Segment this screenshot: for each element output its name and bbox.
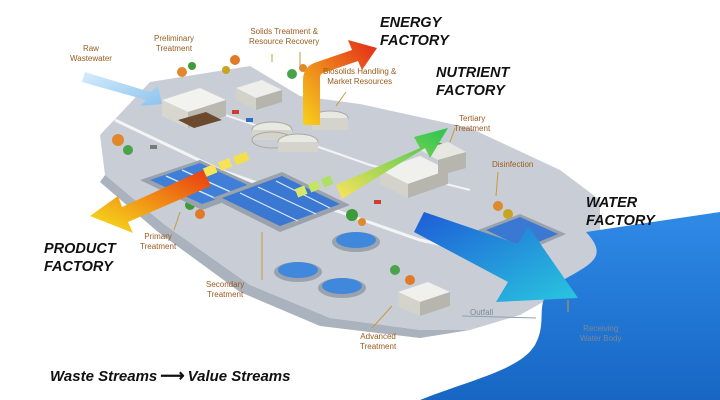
biosolids-handling-label: Biosolids Handling & Market Resources — [323, 67, 397, 86]
primary-treatment-label: Primary Treatment — [140, 232, 177, 251]
nutrient-factory-title: NUTRIENT FACTORY — [436, 65, 510, 99]
preliminary-treatment-label: Preliminary Treatment — [154, 34, 195, 53]
caption: Waste Streams ⟶ Value Streams — [50, 366, 291, 386]
nutrient-arrow — [202, 128, 448, 199]
leader-lines — [173, 52, 499, 329]
caption-waste-streams: Waste Streams — [50, 367, 158, 385]
raw-wastewater-label: Raw Wastewater — [70, 44, 112, 63]
product-factory-title: PRODUCT FACTORY — [44, 241, 116, 275]
outfall-line — [461, 315, 537, 319]
receiving-water-body-label: Receiving Water Body — [580, 324, 622, 343]
receiving-water-body — [420, 212, 720, 400]
outfall-label: Outfall — [470, 308, 494, 317]
advanced-treatment-building — [398, 282, 450, 316]
disinfection-basins — [478, 214, 566, 252]
vehicles — [150, 110, 381, 204]
preliminary-treatment-building — [162, 88, 226, 128]
tertiary-treatment-label: Tertiary Treatment — [454, 114, 491, 133]
water-factory-title: WATER FACTORY — [586, 195, 655, 229]
water-arrow — [414, 212, 578, 302]
product-arrow — [90, 170, 211, 233]
advanced-treatment-label: Advanced Treatment — [360, 332, 397, 351]
energy-factory-title: ENERGY FACTORY — [380, 15, 449, 49]
secondary-treatment-label: Secondary Treatment — [206, 280, 245, 299]
caption-value-streams: Value Streams — [187, 367, 291, 385]
caption-arrow: ⟶ — [160, 366, 185, 385]
admin-building — [236, 80, 282, 110]
digesters — [251, 110, 349, 152]
solids-treatment-label: Solids Treatment & Resource Recovery — [249, 27, 320, 46]
trees — [112, 55, 513, 285]
disinfection-label: Disinfection — [492, 160, 534, 169]
raw-wastewater-inflow — [82, 72, 162, 106]
energy-arrow — [303, 40, 377, 125]
secondary-clarifiers — [274, 232, 380, 298]
